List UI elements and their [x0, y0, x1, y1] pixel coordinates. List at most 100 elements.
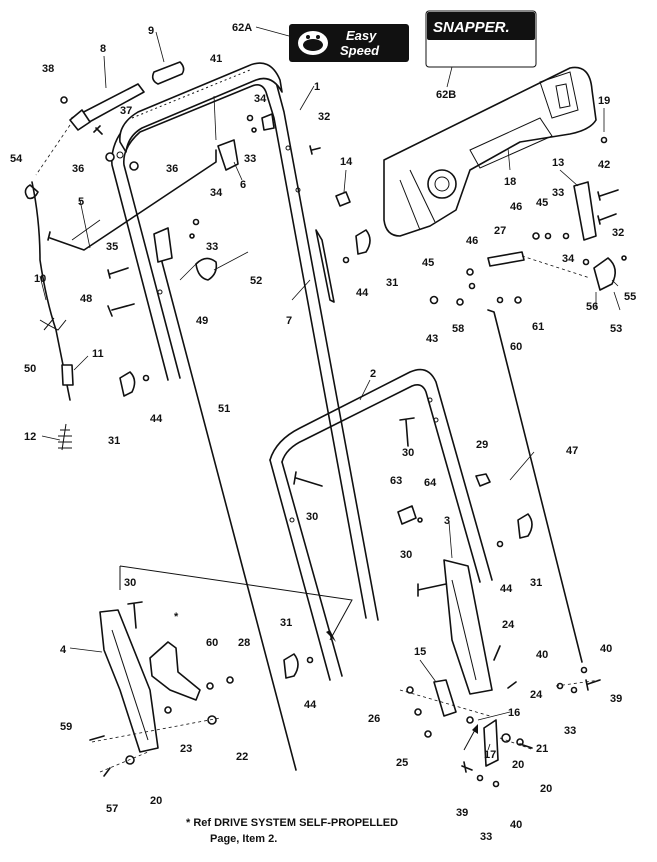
label-20c: 20 — [540, 783, 552, 795]
label-9: 9 — [148, 25, 154, 37]
label-54: 54 — [10, 153, 23, 165]
bolt-24-a — [493, 645, 501, 661]
bolt-30-c — [293, 471, 323, 487]
label-31d: 31 — [280, 617, 292, 629]
label-7: 7 — [286, 315, 292, 327]
label-24b: 24 — [530, 689, 543, 701]
label-39a: 39 — [610, 693, 622, 705]
label-44c: 44 — [500, 583, 513, 595]
callout-frame — [119, 565, 353, 641]
bolt-39-b — [461, 761, 473, 773]
easy-speed-line2: Speed — [340, 43, 380, 58]
bracket-13 — [573, 181, 597, 241]
label-52: 52 — [250, 275, 262, 287]
label-62B: 62B — [436, 89, 456, 101]
label-22: 22 — [236, 751, 248, 763]
label-58: 58 — [452, 323, 464, 335]
label-31c: 31 — [530, 577, 542, 589]
clip-29 — [475, 473, 491, 487]
clip-50 — [39, 317, 67, 331]
label-36b: 36 — [166, 163, 178, 175]
fasteners — [60, 96, 627, 788]
label-16: 16 — [508, 707, 520, 719]
link-27 — [487, 251, 525, 267]
note-line1: * Ref DRIVE SYSTEM SELF-PROPELLED — [186, 817, 398, 829]
cable-10 — [31, 181, 71, 401]
label-34a: 34 — [254, 93, 267, 105]
label-50: 50 — [24, 363, 36, 375]
easy-speed-line1: Easy — [346, 28, 377, 43]
label-28: 28 — [238, 637, 250, 649]
label-33b: 33 — [206, 241, 218, 253]
label-49: 49 — [196, 315, 208, 327]
label-59: 59 — [60, 721, 72, 733]
label-37: 37 — [120, 105, 132, 117]
bolt-30-a — [127, 601, 143, 629]
label-45b: 45 — [422, 257, 434, 269]
label-14: 14 — [340, 156, 353, 168]
label-55: 55 — [624, 291, 636, 303]
label-18: 18 — [504, 176, 516, 188]
label-3: 3 — [444, 515, 450, 527]
label-13: 13 — [552, 157, 564, 169]
label-6: 6 — [240, 179, 246, 191]
bolt-59 — [89, 735, 105, 741]
label-20a: 20 — [150, 795, 162, 807]
bail-grip-9 — [151, 61, 185, 85]
bolt-37 — [93, 125, 103, 135]
knob-31-b — [355, 229, 371, 255]
label-62A: 62A — [232, 22, 252, 34]
label-44b: 44 — [356, 287, 369, 299]
label-63: 63 — [390, 475, 402, 487]
label-60b: 60 — [510, 341, 522, 353]
label-24a: 24 — [502, 619, 515, 631]
label-30d: 30 — [400, 549, 412, 561]
snapper-text: SNAPPER. — [433, 19, 510, 36]
bolt-30-b — [399, 417, 415, 447]
label-34c: 34 — [562, 253, 575, 265]
bolt-32-a — [309, 145, 321, 155]
bolt-42 — [597, 189, 619, 201]
label-30a: 30 — [124, 577, 136, 589]
snapper-badge: SNAPPER. — [425, 10, 537, 68]
label-33e: 33 — [480, 831, 492, 843]
spring-12 — [58, 423, 72, 451]
upper-handle — [111, 62, 379, 621]
label-33c: 33 — [552, 187, 564, 199]
label-26: 26 — [368, 713, 380, 725]
bolt-30-d — [417, 583, 447, 597]
label-10: 10 — [34, 273, 46, 285]
label-21: 21 — [536, 743, 548, 755]
rod-47 — [487, 309, 583, 663]
label-12: 12 — [24, 431, 36, 443]
label-19: 19 — [598, 95, 610, 107]
bracket-34-top — [261, 113, 275, 131]
label-5: 5 — [78, 196, 84, 208]
label-56: 56 — [586, 301, 598, 313]
label-23: 23 — [180, 743, 192, 755]
label-33d: 33 — [564, 725, 576, 737]
clip-63 — [397, 505, 417, 525]
label-1: 1 — [314, 81, 320, 93]
label-star: * — [174, 611, 179, 623]
label-4: 4 — [60, 644, 67, 656]
label-40c: 40 — [510, 819, 522, 831]
control-housing-18 — [383, 66, 597, 237]
label-64: 64 — [424, 477, 437, 489]
lower-handle — [269, 368, 493, 681]
label-20b: 20 — [512, 759, 524, 771]
knob-31-c — [517, 513, 533, 539]
easy-speed-badge: Easy Speed — [289, 24, 409, 62]
label-44d: 44 — [304, 699, 317, 711]
label-27: 27 — [494, 225, 506, 237]
bolt-21 — [519, 743, 533, 749]
label-51: 51 — [218, 403, 230, 415]
label-41: 41 — [210, 53, 222, 65]
bracket-15 — [433, 679, 457, 717]
clip-52 — [195, 257, 218, 281]
label-46b: 46 — [466, 235, 478, 247]
label-44a: 44 — [150, 413, 163, 425]
label-40a: 40 — [536, 649, 548, 661]
leader-lines — [39, 26, 621, 751]
